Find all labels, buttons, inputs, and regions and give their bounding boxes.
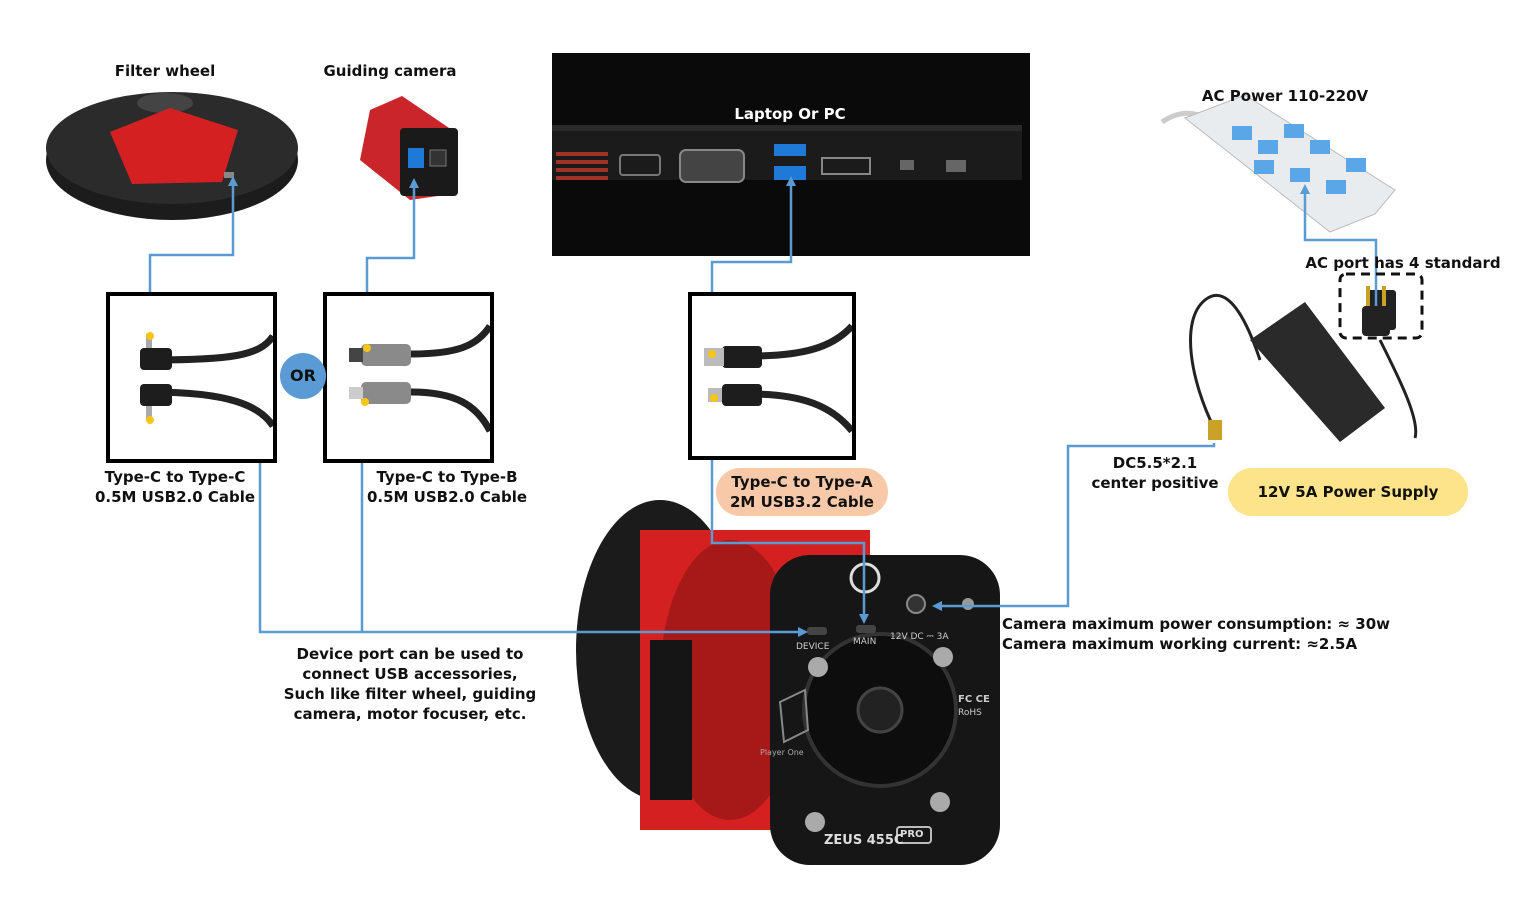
power-spec-line-2: Camera maximum working current: ≈2.5A <box>1002 635 1358 653</box>
cable-cc-label: Type-C to Type-C 0.5M USB2.0 Cable <box>70 467 280 507</box>
cable-box-type-c-to-type-a <box>688 292 856 460</box>
ac-plug-highlight <box>1338 272 1424 340</box>
or-badge: OR <box>280 353 326 399</box>
camera-port-device-label: DEVICE <box>796 642 830 652</box>
camera-brand-label: Player One <box>760 748 804 757</box>
device-note-line-1: Device port can be used to <box>296 645 524 663</box>
cable-cb-label: Type-C to Type-B 0.5M USB2.0 Cable <box>342 467 552 507</box>
power-strip-image <box>1160 94 1396 233</box>
cable-cb-image <box>349 323 494 433</box>
cable-box-type-c-to-type-c <box>106 292 277 463</box>
cable-ca-line-1: Type-C to Type-A <box>731 473 873 491</box>
dc-spec-label: DC5.5*2.1 center positive <box>1080 453 1230 493</box>
device-port-note: Device port can be used to connect USB a… <box>270 644 550 724</box>
cable-cc-line-2: 0.5M USB2.0 Cable <box>94 488 256 506</box>
cable-cb-line-2: 0.5M USB2.0 Cable <box>366 488 528 506</box>
camera-model-label: ZEUS 455C <box>824 833 904 848</box>
cable-cc-line-1: Type-C to Type-C <box>104 468 246 486</box>
cable-ca-label: Type-C to Type-A 2M USB3.2 Cable <box>716 468 888 516</box>
device-note-line-2: connect USB accessories, <box>302 665 518 683</box>
camera-port-main-label: MAIN <box>853 637 877 647</box>
main-camera-image <box>576 500 1000 865</box>
device-note-line-3: Such like filter wheel, guiding <box>283 685 537 703</box>
ac-port-label: AC port has 4 standard <box>1305 254 1501 272</box>
laptop-label: Laptop Or PC <box>734 105 846 123</box>
ac-power-label: AC Power 110-220V <box>1201 87 1369 105</box>
dc-spec-line-1: DC5.5*2.1 <box>1112 454 1198 472</box>
dc-spec-line-2: center positive <box>1091 474 1219 492</box>
camera-cert-label: FC CE <box>958 694 990 705</box>
cable-cb-line-1: Type-C to Type-B <box>376 468 518 486</box>
device-note-line-4: camera, motor focuser, etc. <box>293 705 527 723</box>
filter-wheel-image <box>46 92 298 220</box>
power-spec-line-1: Camera maximum power consumption: ≈ 30w <box>1002 615 1390 633</box>
camera-model-tag: PRO <box>900 829 924 840</box>
guiding-camera-label: Guiding camera <box>323 62 457 80</box>
connector-arrowheads <box>228 176 1310 637</box>
filter-wheel-label: Filter wheel <box>114 62 216 80</box>
cable-ca-image <box>704 323 855 434</box>
cable-box-type-c-to-type-b <box>323 292 494 463</box>
guiding-camera-image <box>360 96 458 200</box>
cable-cc-image <box>140 332 276 429</box>
cable-ca-line-2: 2M USB3.2 Cable <box>730 493 874 511</box>
power-supply-label: 12V 5A Power Supply <box>1228 468 1468 516</box>
power-spec-label: Camera maximum power consumption: ≈ 30w … <box>1002 614 1402 654</box>
camera-rohs-label: RoHS <box>958 708 982 718</box>
camera-port-dc-label: 12V DC ⎓ 3A <box>890 632 949 642</box>
ac-plug-image <box>1362 286 1390 336</box>
